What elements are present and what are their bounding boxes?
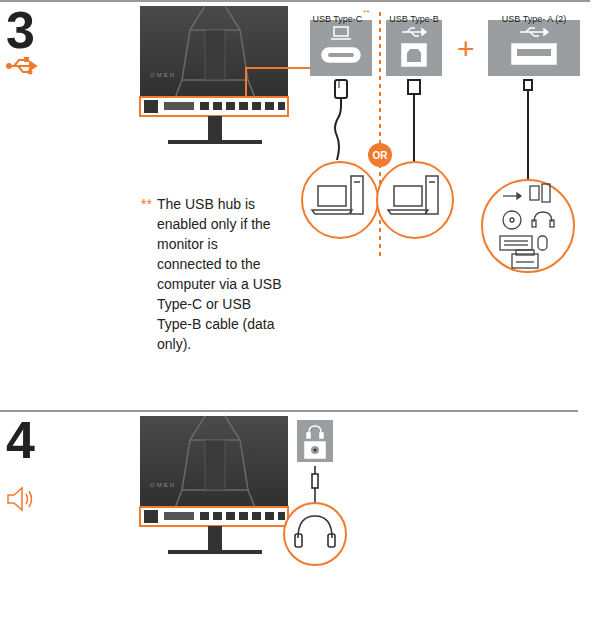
- brand-logo: OMEN: [150, 72, 176, 78]
- port-label: USB Type- A (2): [502, 14, 566, 24]
- step-number: 3: [6, 4, 35, 56]
- or-circle: OR: [368, 143, 392, 167]
- brand-logo: OMEN: [150, 482, 176, 488]
- port-box: USB Type- A (2): [488, 8, 580, 76]
- step-number: 4: [6, 414, 35, 466]
- port-box: USB Type-B: [386, 8, 442, 76]
- port-label: USB Type-C: [312, 14, 362, 24]
- port-label: OR: [373, 150, 388, 161]
- footnote-text: The USB hub is enabled only if the monit…: [157, 194, 283, 354]
- port-box: USB Type-C**: [310, 8, 372, 76]
- footnote-mark: **: [363, 8, 369, 17]
- footnote-mark: **: [141, 194, 152, 214]
- plus-sign: +: [457, 34, 475, 64]
- port-label: USB Type-B: [389, 14, 438, 24]
